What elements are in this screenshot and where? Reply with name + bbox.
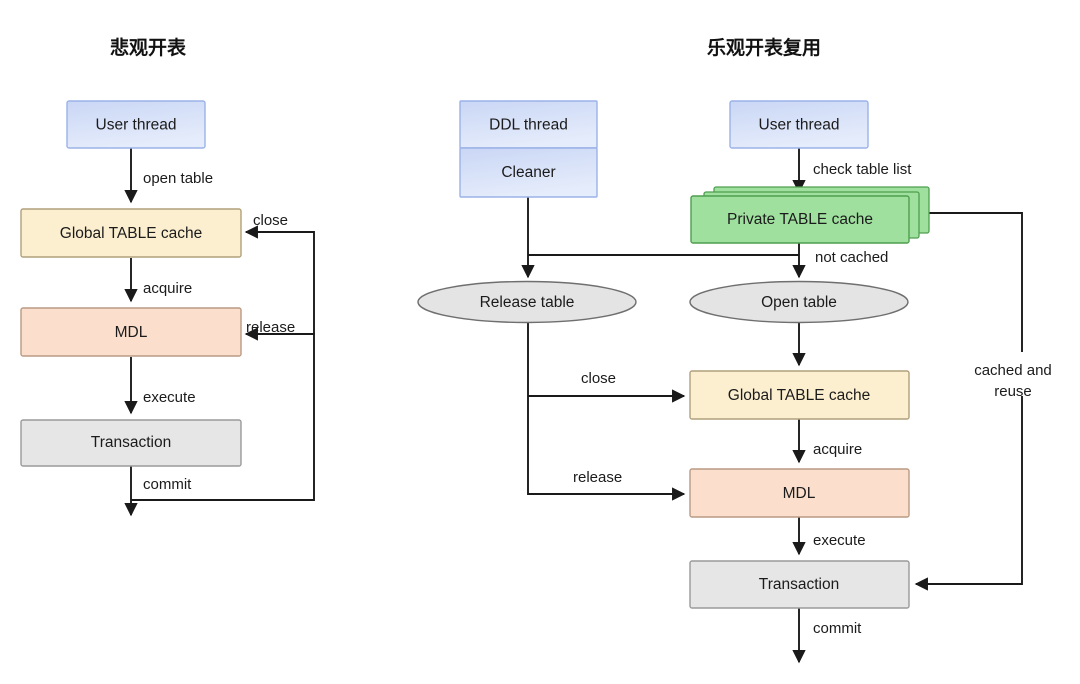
right-node-mdl[interactable] [689,468,910,518]
edge-right-release-branch [527,322,686,501]
left-node-transaction[interactable] [20,419,242,467]
right-edge-label-check-table-list: check table list [813,161,912,178]
right-node-mdl-label: MDL [783,485,816,502]
right-edge-label-cached-and-reuse-line2: reuse [994,383,1032,400]
right-edge-label-close: close [581,370,616,387]
left-node-user-thread-label: User thread [96,117,177,134]
right-node-open-table-label: Open table [761,294,837,311]
right-node-global-table-cache-label: Global TABLE cache [728,387,870,404]
edge-right-cached-and-reuse [910,212,1023,591]
private-cache-layer-front [690,195,910,244]
left-panel-title: 悲观开表 [110,36,187,59]
right-edge-label-release: release [573,469,622,486]
left-edge-label-execute: execute [143,389,196,406]
right-node-user-thread-label: User thread [759,117,840,134]
right-edge-label-acquire: acquire [813,441,862,458]
left-edge-label-close: close [253,212,288,229]
right-edge-label-commit: commit [813,620,862,637]
right-node-private-table-cache-label: Private TABLE cache [727,211,873,228]
right-edge-label-not-cached: not cached [815,249,888,266]
edge-left-close-feedback [244,225,315,334]
left-edge-label-release: release [246,319,295,336]
right-node-ddl-thread-label: DDL thread [489,117,568,134]
right-node-transaction-label: Transaction [759,576,839,593]
left-node-mdl[interactable] [20,307,242,357]
right-node-release-table-label: Release table [480,294,575,311]
right-node-transaction[interactable] [689,560,910,609]
right-panel-title: 乐观开表复用 [707,36,821,59]
edge-left-release-feedback [131,327,315,501]
left-node-user-thread[interactable] [66,100,206,149]
right-node-release-table[interactable] [417,280,637,324]
left-node-mdl-label: MDL [115,324,148,341]
left-node-global-table-cache-label: Global TABLE cache [60,225,202,242]
left-node-transaction-label: Transaction [91,434,171,451]
left-edge-label-open-table: open table [143,170,213,187]
right-node-cleaner-label: Cleaner [501,164,555,181]
left-node-global-table-cache[interactable] [20,208,242,258]
cached-reuse-label-backdrop [962,352,1066,396]
right-node-user-thread[interactable] [729,100,869,149]
right-node-open-table[interactable] [689,280,909,324]
left-edge-label-commit: commit [143,476,192,493]
left-edge-label-acquire: acquire [143,280,192,297]
right-node-cleaner[interactable] [459,147,598,198]
right-edge-label-cached-and-reuse-line1: cached and [974,362,1052,379]
right-edge-label-execute: execute [813,532,866,549]
right-node-private-table-cache[interactable]: Private TABLE cache [690,186,930,244]
right-node-global-table-cache[interactable] [689,370,910,420]
